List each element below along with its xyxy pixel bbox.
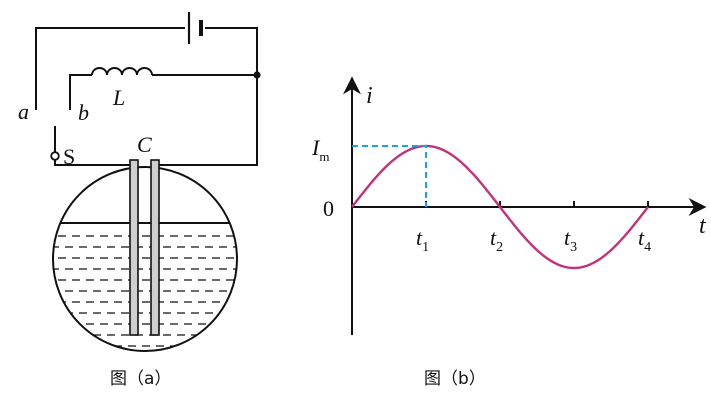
tick-label-t3: t3 bbox=[564, 225, 577, 255]
tick-label-t4: t4 bbox=[638, 225, 651, 255]
Im-label-sub: m bbox=[319, 149, 329, 164]
liquid bbox=[53, 222, 237, 347]
Im-label-main: I bbox=[311, 135, 321, 160]
y-axis-label: i bbox=[366, 83, 373, 109]
wire-top-right bbox=[205, 27, 258, 75]
label-a: a bbox=[18, 99, 29, 124]
current-curve bbox=[351, 144, 649, 270]
label-C: C bbox=[137, 132, 152, 157]
wire-b-branch bbox=[69, 74, 92, 110]
Im-label: Im bbox=[311, 135, 329, 164]
capacitor-plate-left bbox=[129, 159, 139, 336]
tick-label-t2: t2 bbox=[490, 225, 503, 255]
wire-inductor-right bbox=[152, 74, 258, 180]
peak-guide-lines bbox=[352, 145, 427, 207]
container bbox=[52, 166, 238, 352]
x-tick-labels: t1 t2 t3 t4 bbox=[416, 225, 651, 255]
origin-label: 0 bbox=[323, 196, 334, 221]
caption-a: 图（a） bbox=[110, 369, 172, 389]
label-S: S bbox=[63, 144, 75, 169]
battery-symbol bbox=[187, 12, 203, 44]
caption-b: 图（b） bbox=[424, 369, 486, 389]
switch-pivot bbox=[50, 151, 60, 161]
wire-top-loop bbox=[35, 27, 185, 110]
capacitor-plate-right bbox=[150, 159, 160, 336]
x-axis-label: t bbox=[699, 213, 707, 239]
current-graph: i t 0 Im t1 t2 t3 t4 bbox=[311, 76, 707, 335]
junction-dot bbox=[253, 71, 261, 79]
label-L: L bbox=[112, 85, 125, 110]
inductor-coil bbox=[91, 67, 153, 76]
tick-label-t1: t1 bbox=[416, 225, 429, 255]
label-b: b bbox=[78, 100, 89, 125]
circuit-diagram bbox=[35, 12, 258, 352]
